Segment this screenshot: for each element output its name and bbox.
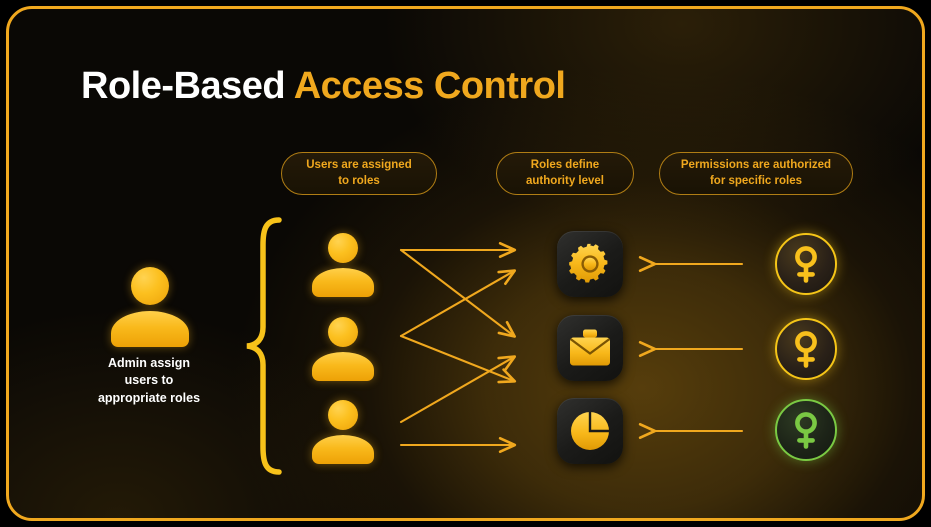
pill-roles-define: Roles define authority level: [496, 152, 634, 195]
pill-permissions-line-1: Permissions are authorized: [680, 159, 832, 172]
curly-brace-icon: [246, 217, 282, 475]
user-person-icon-3: [312, 400, 374, 464]
permission-circle-3[interactable]: [775, 399, 837, 461]
person-symbol-icon: [795, 246, 817, 283]
connector-arrows: [399, 241, 744, 454]
admin-caption-line-2: users to: [124, 373, 174, 388]
person-symbol-icon: [795, 331, 817, 368]
admin-caption-line-1: Admin assign: [108, 356, 190, 370]
arrow-user2-role1: [399, 269, 517, 338]
pie-chart-icon: [571, 412, 610, 450]
page-title-primary: Role-Based: [81, 65, 286, 107]
person-body: [111, 311, 189, 347]
pill-users-assigned: Users are assigned to roles: [281, 152, 437, 195]
page-title: Role-Based Access Control: [81, 65, 566, 107]
person-head: [328, 400, 358, 430]
pill-permissions-authorized: Permissions are authorized for specific …: [659, 152, 853, 195]
role-tile-analytics[interactable]: [557, 398, 623, 464]
person-symbol-icon: [795, 412, 817, 449]
admin-caption-line-3: appropriate roles: [97, 390, 201, 405]
person-body: [312, 352, 374, 381]
gear-icon: [569, 243, 608, 283]
pill-roles-line-2: authority level: [526, 174, 604, 187]
person-body: [312, 435, 374, 464]
person-head: [328, 317, 358, 347]
permission-circle-1[interactable]: [775, 233, 837, 295]
person-body: [312, 268, 374, 297]
permission-circle-2[interactable]: [775, 318, 837, 380]
infographic-canvas: Role-Based Access Control Users are assi…: [6, 6, 925, 521]
arrow-user1-role2: [399, 248, 516, 338]
user-person-icon-2: [312, 317, 374, 381]
role-tile-business[interactable]: [557, 315, 623, 381]
admin-caption: Admin assign users to appropriate roles: [67, 355, 231, 407]
page-title-accent: Access Control: [293, 65, 566, 107]
pill-users-line-1: Users are assigned: [306, 159, 412, 172]
pill-users-line-2: to roles: [338, 174, 380, 187]
arrow-user3-role2: [399, 355, 517, 424]
user-person-icon-1: [312, 233, 374, 297]
person-head: [328, 233, 358, 263]
arrow-user2-role3: [399, 334, 517, 384]
admin-person-icon: [111, 267, 189, 347]
pill-permissions-line-2: for specific roles: [709, 174, 803, 187]
briefcase-icon: [569, 329, 611, 366]
person-head: [131, 267, 169, 305]
pill-roles-line-1: Roles define: [530, 159, 600, 172]
role-tile-settings[interactable]: [557, 231, 623, 297]
